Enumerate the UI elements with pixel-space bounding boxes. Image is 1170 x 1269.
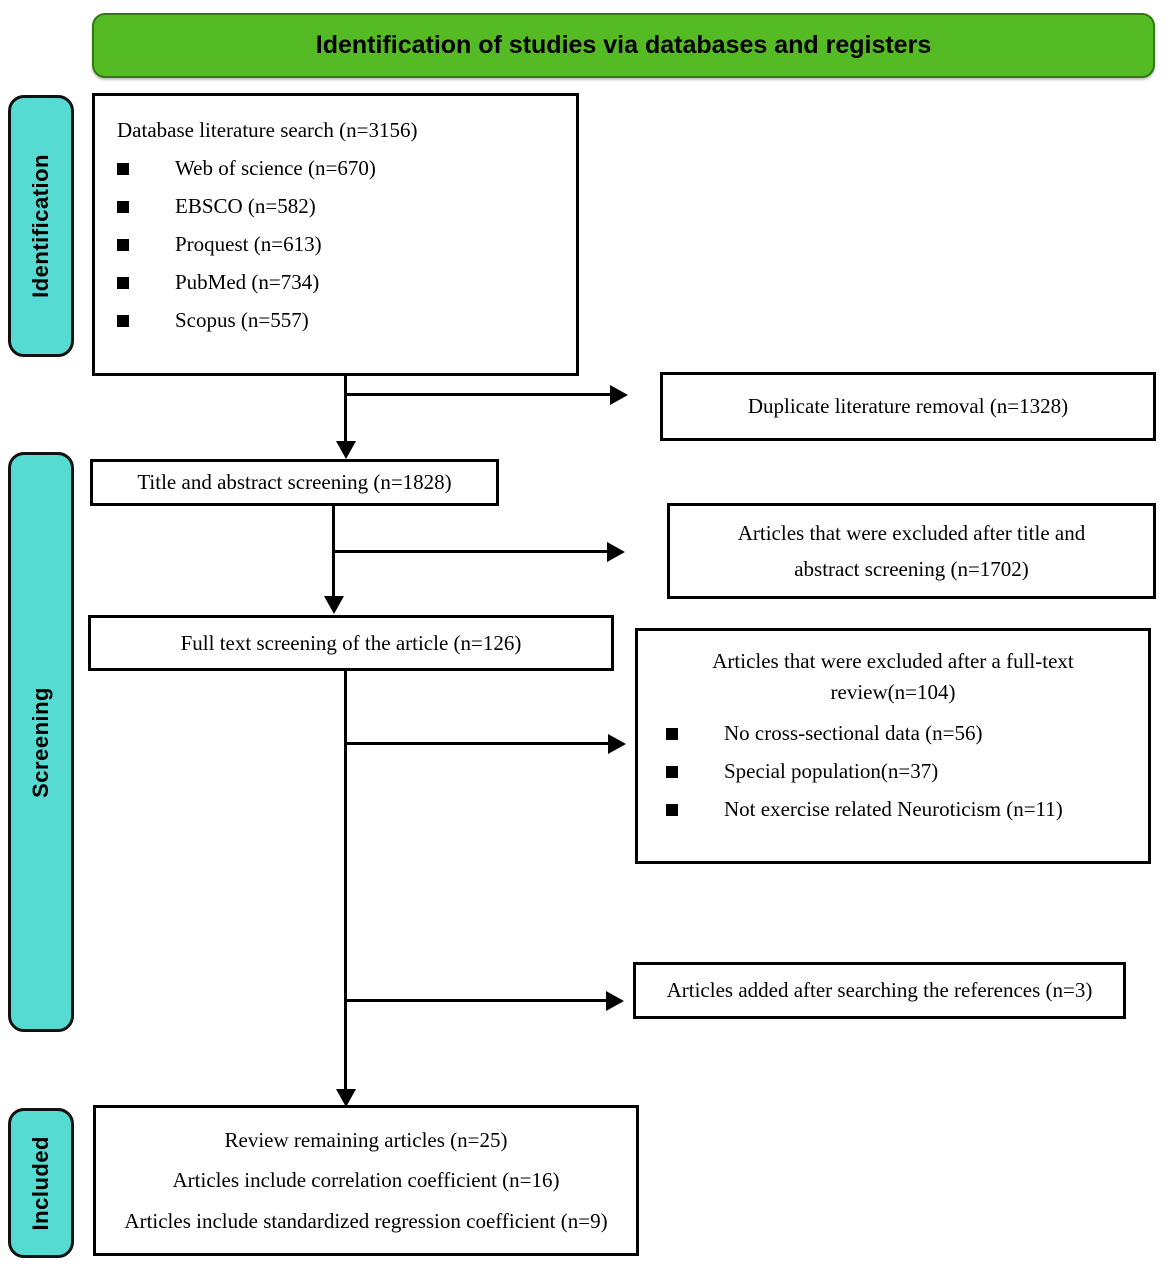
connector-to-references: [344, 999, 608, 1002]
square-bullet-icon: [666, 727, 678, 740]
connector-to-duplicate: [344, 393, 612, 396]
arrowhead-to-included: [336, 1089, 356, 1107]
box-fulltext-screening: Full text screening of the article (n=12…: [88, 615, 614, 671]
stage-label-identification: Identification: [8, 95, 74, 357]
fulltext-screening-text: Full text screening of the article (n=12…: [180, 630, 522, 655]
duplicate-removal-text: Duplicate literature removal (n=1328): [747, 394, 1069, 419]
excluded-reason-label: Special population(n=37): [724, 759, 939, 783]
references-added-text: Articles added after searching the refer…: [666, 978, 1093, 1003]
included-line-3: Articles include standardized regression…: [124, 1208, 608, 1233]
box-included-articles: Review remaining articles (n=25) Article…: [93, 1105, 639, 1256]
square-bullet-icon: [117, 162, 129, 175]
square-bullet-icon: [117, 276, 129, 289]
box-title-abstract-screening: Title and abstract screening (n=1828): [90, 459, 499, 506]
title-abstract-screening-text: Title and abstract screening (n=1828): [137, 470, 452, 495]
included-line-1: Review remaining articles (n=25): [224, 1128, 508, 1153]
database-item-label: EBSCO (n=582): [175, 194, 316, 218]
square-bullet-icon: [666, 765, 678, 778]
list-item: Proquest (n=613): [117, 232, 576, 257]
excluded-reason-label: No cross-sectional data (n=56): [724, 721, 983, 745]
list-item: Scopus (n=557): [117, 308, 576, 333]
database-item-label: Web of science (n=670): [175, 156, 376, 180]
excluded-title-line-1: Articles that were excluded after title …: [737, 520, 1086, 545]
arrowhead-to-fulltext: [324, 596, 344, 614]
stage-label-identification-text: Identification: [28, 154, 53, 298]
diagram-header-banner: Identification of studies via databases …: [92, 13, 1155, 78]
connector-fulltext-trunk: [344, 671, 347, 1094]
square-bullet-icon: [117, 238, 129, 251]
square-bullet-icon: [117, 200, 129, 213]
list-item: EBSCO (n=582): [117, 194, 576, 219]
stage-label-screening: Screening: [8, 452, 74, 1032]
database-search-heading: Database literature search (n=3156): [117, 118, 418, 142]
included-line-2: Articles include correlation coefficient…: [172, 1168, 560, 1193]
excluded-fulltext-line-2: review(n=104): [830, 680, 956, 704]
box-duplicate-removal: Duplicate literature removal (n=1328): [660, 372, 1156, 441]
connector-to-excluded-fulltext: [344, 742, 610, 745]
connector-database-trunk: [344, 376, 347, 454]
excluded-title-line-2: abstract screening (n=1702): [794, 557, 1029, 581]
list-item: Special population(n=37): [666, 759, 1148, 784]
connector-to-excluded-title: [332, 550, 609, 553]
arrowhead-to-excluded-fulltext: [608, 734, 626, 754]
database-item-label: Scopus (n=557): [175, 308, 309, 332]
excluded-fulltext-line-1: Articles that were excluded after a full…: [712, 649, 1074, 673]
page-title: Identification of studies via databases …: [315, 31, 932, 59]
excluded-reason-label: Not exercise related Neuroticism (n=11): [724, 797, 1063, 821]
stage-label-included: Included: [8, 1108, 74, 1258]
square-bullet-icon: [666, 803, 678, 816]
list-item: PubMed (n=734): [117, 270, 576, 295]
stage-label-included-text: Included: [28, 1135, 53, 1231]
arrowhead-to-excluded-title: [607, 542, 625, 562]
arrowhead-to-duplicate: [610, 385, 628, 405]
box-excluded-after-fulltext: Articles that were excluded after a full…: [635, 628, 1151, 864]
list-item: Not exercise related Neuroticism (n=11): [666, 797, 1148, 822]
box-database-search: Database literature search (n=3156) Web …: [92, 93, 579, 376]
database-item-label: PubMed (n=734): [175, 270, 320, 294]
box-articles-added-references: Articles added after searching the refer…: [633, 962, 1126, 1019]
box-excluded-after-title-abstract: Articles that were excluded after title …: [667, 503, 1156, 599]
square-bullet-icon: [117, 314, 129, 327]
arrowhead-to-references: [606, 991, 624, 1011]
database-item-label: Proquest (n=613): [175, 232, 322, 256]
list-item: No cross-sectional data (n=56): [666, 721, 1148, 746]
arrowhead-to-title-abstract: [336, 441, 356, 459]
list-item: Web of science (n=670): [117, 156, 576, 181]
stage-label-screening-text: Screening: [28, 686, 53, 798]
